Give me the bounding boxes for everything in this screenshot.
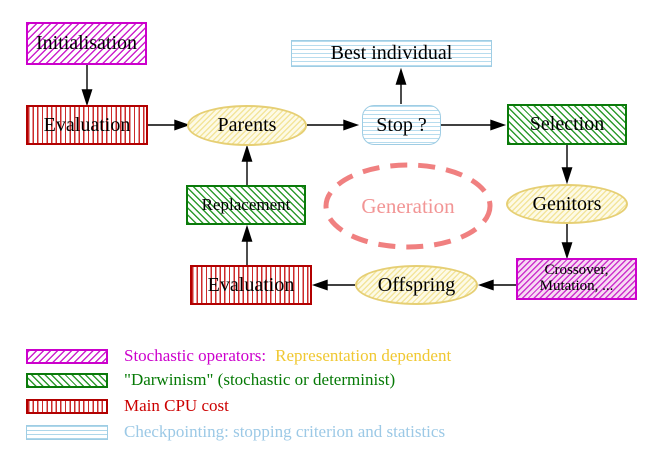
arrow-crossover-to-offspring (477, 279, 516, 291)
legend-swatch-cyan-horizontal-lines (26, 424, 108, 440)
node-stop-label: Stop ? (376, 113, 427, 136)
node-replacement-label: Replacement (201, 195, 291, 215)
node-replacement: Replacement (186, 185, 306, 225)
arrow-stop-to-best-individual (395, 67, 407, 104)
legend-item-main-cpu-cost: Main CPU cost (26, 396, 229, 415)
arrow-offspring-to-evaluation (311, 279, 355, 291)
node-evaluation-bottom: Evaluation (190, 265, 312, 305)
legend-label-darwinism: "Darwinism" (stochastic or determinist) (124, 370, 396, 389)
node-evaluation-top-label: Evaluation (43, 113, 131, 136)
legend-label-representation-dependent: Representation dependent (275, 346, 452, 365)
arrow-evaluation-to-parents (148, 119, 191, 131)
node-crossover-label-line2: Mutation, ... (539, 278, 614, 294)
node-offspring-label: Offspring (377, 273, 456, 296)
node-generation-label: Generation (361, 194, 455, 219)
node-evaluation-top: Evaluation (26, 105, 148, 145)
arrow-replacement-to-parents (241, 144, 253, 185)
arrow-evaluation-to-replacement (241, 224, 253, 265)
legend-label-checkpointing: Checkpointing: stopping criterion and st… (124, 422, 446, 441)
node-parents-label: Parents (217, 114, 277, 136)
legend-item-darwinism: "Darwinism" (stochastic or determinist) (26, 370, 396, 389)
legend-label-stochastic-operators: Stochastic operators: (124, 346, 267, 365)
node-best-individual-label: Best individual (330, 42, 453, 64)
node-selection-label: Selection (529, 113, 605, 135)
node-initialisation-label: Initialisation (35, 32, 138, 54)
node-initialisation: Initialisation (26, 22, 147, 65)
node-genitors: Genitors (506, 184, 628, 224)
arrow-initialisation-to-evaluation (81, 65, 93, 107)
generation-cycle-dashed-ellipse (323, 162, 493, 250)
legend-swatch-red-vertical-stripes (26, 398, 108, 414)
node-selection: Selection (507, 104, 627, 145)
node-crossover-label-line1: Crossover, (544, 262, 609, 279)
legend-label-main-cpu-cost: Main CPU cost (124, 396, 229, 415)
legend-item-stochastic-operators: Stochastic operators: Representation depe… (26, 346, 452, 365)
node-stop: Stop ? (362, 105, 441, 145)
arrow-stop-to-selection (441, 119, 507, 131)
node-crossover-mutation: Crossover, Mutation, ... (516, 258, 637, 300)
node-genitors-label: Genitors (532, 192, 602, 215)
node-evaluation-bottom-label: Evaluation (207, 273, 295, 296)
legend-item-checkpointing: Checkpointing: stopping criterion and st… (26, 422, 446, 441)
node-offspring: Offspring (355, 265, 478, 305)
arrow-parents-to-stop (307, 119, 360, 131)
legend-swatch-magenta-diagonal-hatch (26, 348, 108, 364)
legend-swatch-green-diagonal-hatch (26, 372, 108, 388)
arrow-genitors-to-crossover (561, 224, 573, 260)
arrow-selection-to-genitors (561, 145, 573, 185)
node-best-individual: Best individual (291, 40, 492, 67)
node-parents: Parents (187, 105, 307, 146)
